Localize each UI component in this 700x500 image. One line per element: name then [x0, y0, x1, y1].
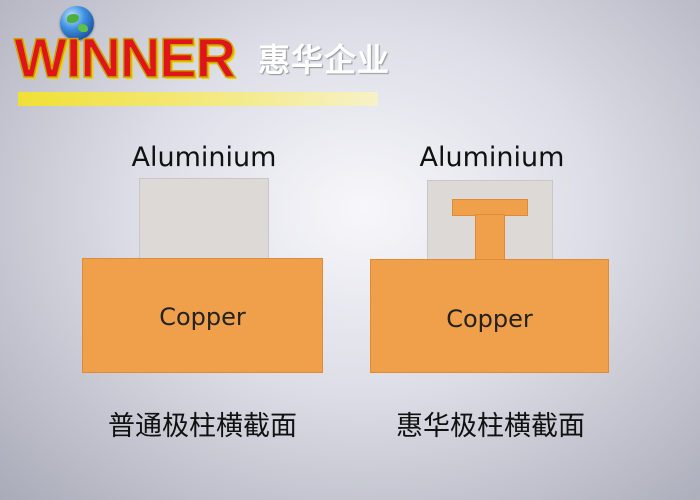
brand-logo-text: WINNER [13, 26, 237, 89]
globe-icon [60, 6, 94, 40]
header: WINNER 惠华企业 [0, 0, 700, 110]
brand-chinese-name: 惠华企业 [258, 41, 391, 79]
left-copper-label: Copper [159, 303, 246, 331]
left-aluminium-label: Aluminium [131, 142, 277, 173]
left-caption: 普通极柱横截面 [108, 411, 297, 442]
right-copper-t-stem [475, 214, 505, 261]
right-copper-block [370, 259, 609, 373]
header-stripe [18, 92, 378, 106]
right-copper-label: Copper [446, 305, 533, 333]
right-aluminium-label: Aluminium [419, 142, 565, 173]
left-copper-block [82, 258, 323, 373]
right-caption: 惠华极柱横截面 [396, 411, 585, 442]
left-aluminium-block [139, 178, 269, 260]
